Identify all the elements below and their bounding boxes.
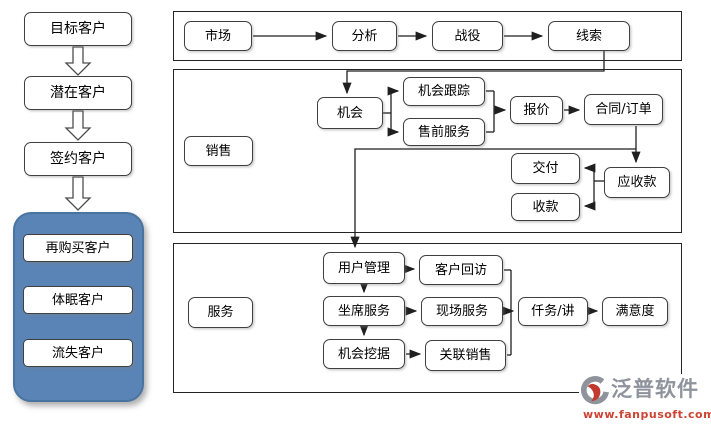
node-presales-service: 售前服务 [403, 118, 485, 146]
node-opportunity-mining: 机会挖据 [323, 339, 405, 369]
node-signed-customers: 签约客户 [24, 142, 132, 176]
node-dormant-customers: 体眠客户 [23, 286, 133, 314]
label-service-section: 服务 [188, 297, 253, 328]
market-section-frame [173, 11, 682, 61]
node-opportunity: 机会 [317, 97, 383, 129]
node-delivery: 交付 [511, 153, 580, 184]
node-repurchase-customers: 再购买客户 [23, 234, 133, 262]
node-receivable: 应收款 [604, 167, 670, 198]
node-potential-customers: 潜在客户 [24, 76, 132, 110]
node-satisfaction: 满意度 [602, 297, 668, 326]
fanpu-logo: 泛普软件 www.fanpusoft.com [579, 374, 711, 424]
node-task: 仟务/讲 [518, 297, 588, 326]
down-block-arrows [64, 46, 92, 211]
fanpu-logo-icon [581, 376, 609, 405]
node-lost-customers: 流失客户 [23, 339, 133, 367]
node-quotation: 报价 [510, 96, 563, 124]
node-onsite-service: 现场服务 [421, 297, 503, 326]
node-contract-order: 合同/订单 [584, 94, 663, 125]
node-related-sales: 关联销售 [425, 340, 506, 371]
node-analysis: 分析 [332, 21, 397, 51]
fanpu-logo-url: www.fanpusoft.com [583, 407, 711, 421]
label-sales-section: 销售 [184, 136, 253, 166]
node-market: 市场 [184, 21, 252, 51]
node-user-management: 用户管理 [323, 252, 405, 284]
node-payment-received: 收款 [511, 193, 580, 221]
fanpu-logo-brand: 泛普软件 [611, 377, 699, 401]
node-opportunity-tracking: 机会跟踪 [403, 77, 485, 106]
node-customer-revisit: 客户回访 [419, 255, 503, 285]
service-section-frame [173, 243, 682, 393]
node-leads: 线索 [548, 21, 630, 51]
node-campaign: 战役 [432, 21, 503, 51]
node-target-customers: 目标客户 [24, 12, 132, 46]
node-agent-service: 坐席服务 [323, 296, 405, 326]
sales-section-frame [173, 69, 682, 233]
